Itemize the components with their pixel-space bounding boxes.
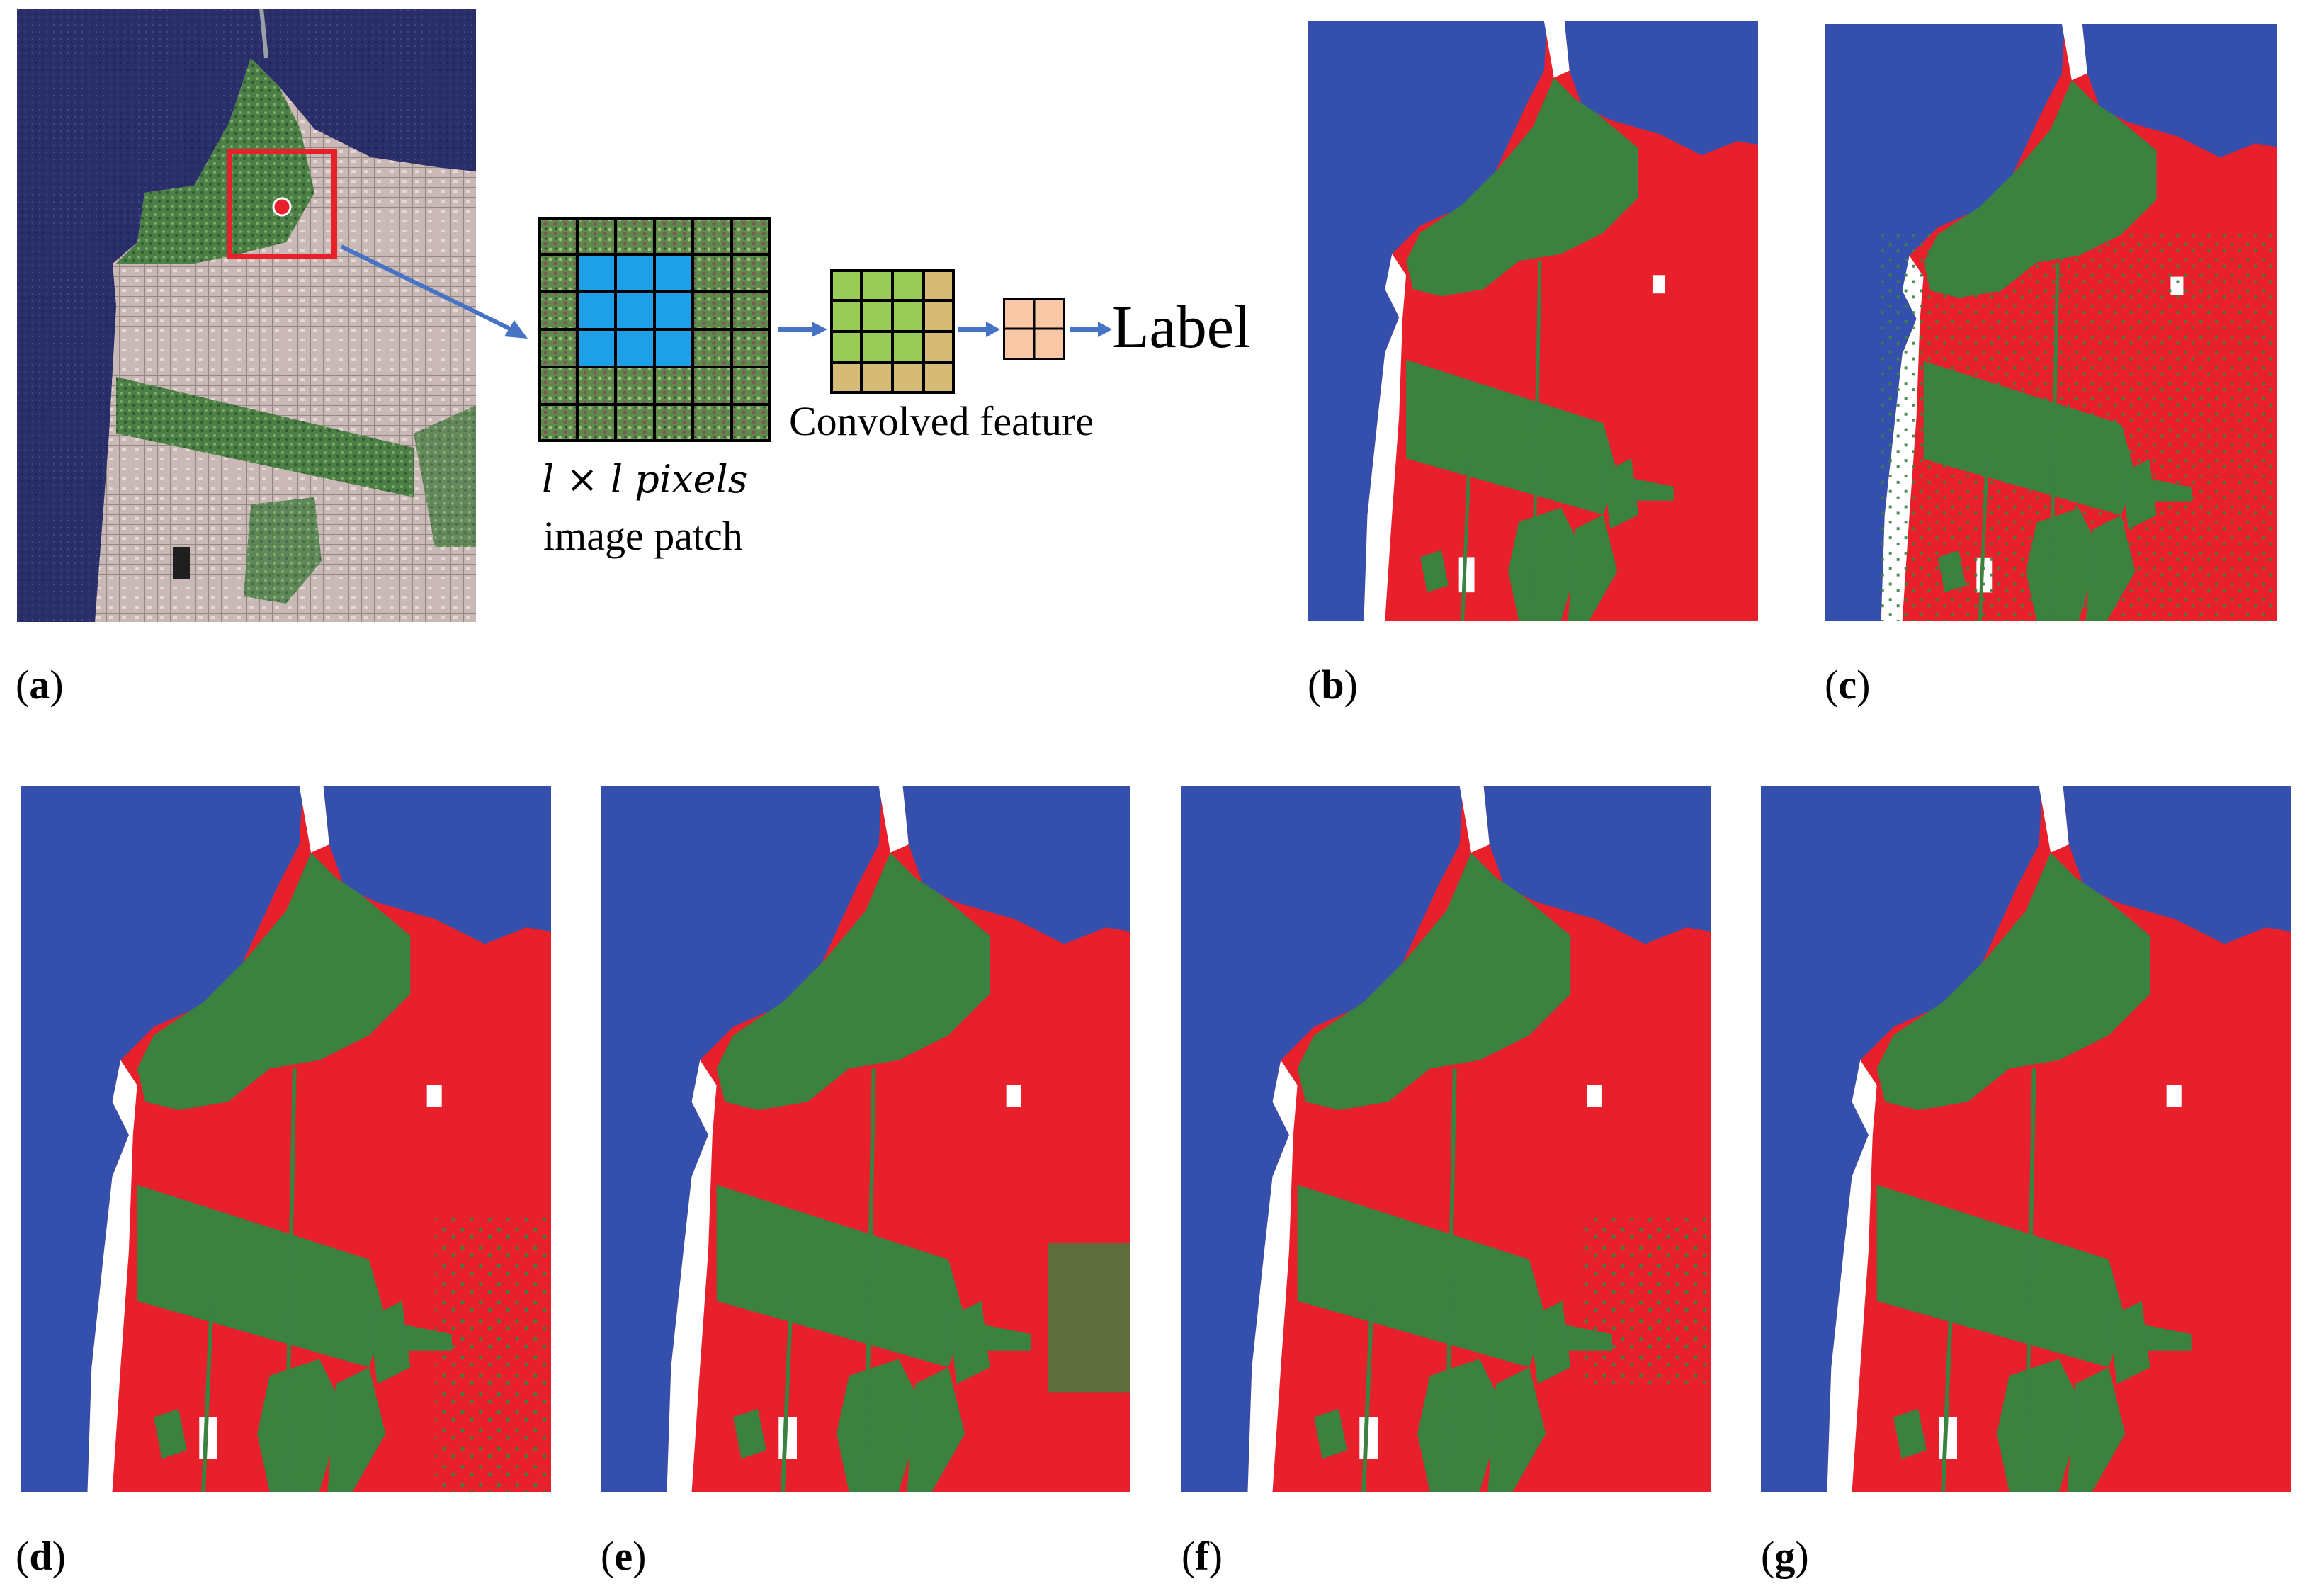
classification-map-e <box>601 786 1130 1492</box>
caption-c: (c) <box>1825 662 1871 708</box>
sar-image <box>17 9 476 622</box>
patch-caption: image patch <box>543 513 743 559</box>
caption-f: (f) <box>1182 1533 1223 1579</box>
arrow-right-icon <box>340 244 528 339</box>
output-label: Label <box>1112 293 1251 361</box>
image-patch-grid <box>538 217 771 442</box>
caption-g: (g) <box>1761 1533 1809 1579</box>
classification-map-g <box>1761 786 2291 1492</box>
convolved-feature-label: Convolved feature <box>789 398 1094 444</box>
sar-image-panel <box>17 9 476 622</box>
pooled-feature-grid <box>1003 298 1065 360</box>
classification-map-d <box>21 786 551 1492</box>
arrow-right-icon <box>778 322 827 337</box>
classification-map-f <box>1182 786 1711 1492</box>
caption-d: (d) <box>16 1533 66 1579</box>
caption-e: (e) <box>601 1533 647 1579</box>
caption-b: (b) <box>1308 662 1358 708</box>
red-dot-icon <box>272 197 292 217</box>
convolved-feature-grid <box>830 269 955 394</box>
classification-map-c <box>1825 24 2277 621</box>
caption-a: (a) <box>16 662 64 708</box>
kernel-window <box>577 254 693 367</box>
patch-size-label: l × l pixels <box>542 457 748 502</box>
arrow-right-icon <box>958 322 1000 337</box>
selection-box <box>227 149 337 259</box>
arrow-right-icon <box>1070 322 1112 337</box>
classification-map-b <box>1308 21 1758 621</box>
